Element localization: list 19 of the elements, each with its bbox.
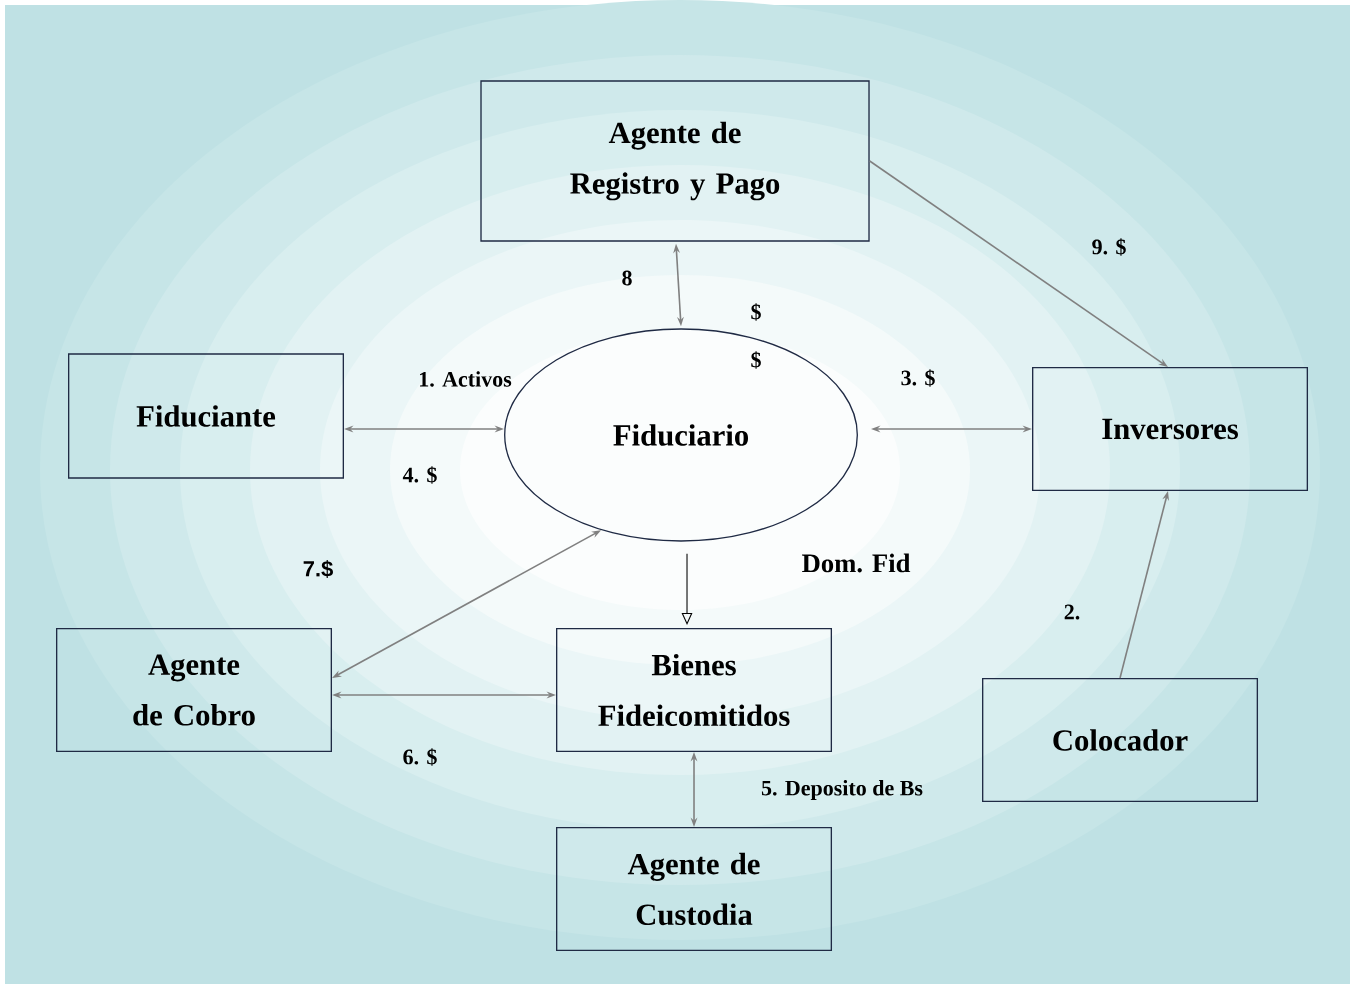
hollow-arrow	[681, 553, 693, 625]
flow-label: 9. $	[1092, 238, 1126, 256]
process-box: Agente de Custodia	[556, 827, 832, 951]
flow-label: 4. $	[402, 466, 437, 484]
flow-label: 6. $	[403, 748, 437, 766]
flow-label: 3. $	[901, 369, 935, 387]
flow-label: 2.	[1064, 604, 1080, 620]
flow-label: 8	[622, 270, 632, 286]
process-box: Colocador	[982, 678, 1258, 802]
flow-label: Dom. Fid	[802, 553, 911, 573]
process-box: Inversores	[1032, 367, 1308, 491]
flow-label: 7.$	[303, 560, 333, 578]
flow-label: 5. Deposito de Bs	[761, 780, 923, 800]
flow-label: $	[751, 351, 761, 369]
process-box: Fiduciante	[68, 353, 344, 479]
process-box: Bienes Fideicomitidos	[556, 628, 832, 752]
flow-label: $	[751, 303, 761, 321]
process-box: Agente de Registro y Pago	[480, 80, 870, 242]
process-box: Agente de Cobro	[56, 628, 332, 752]
